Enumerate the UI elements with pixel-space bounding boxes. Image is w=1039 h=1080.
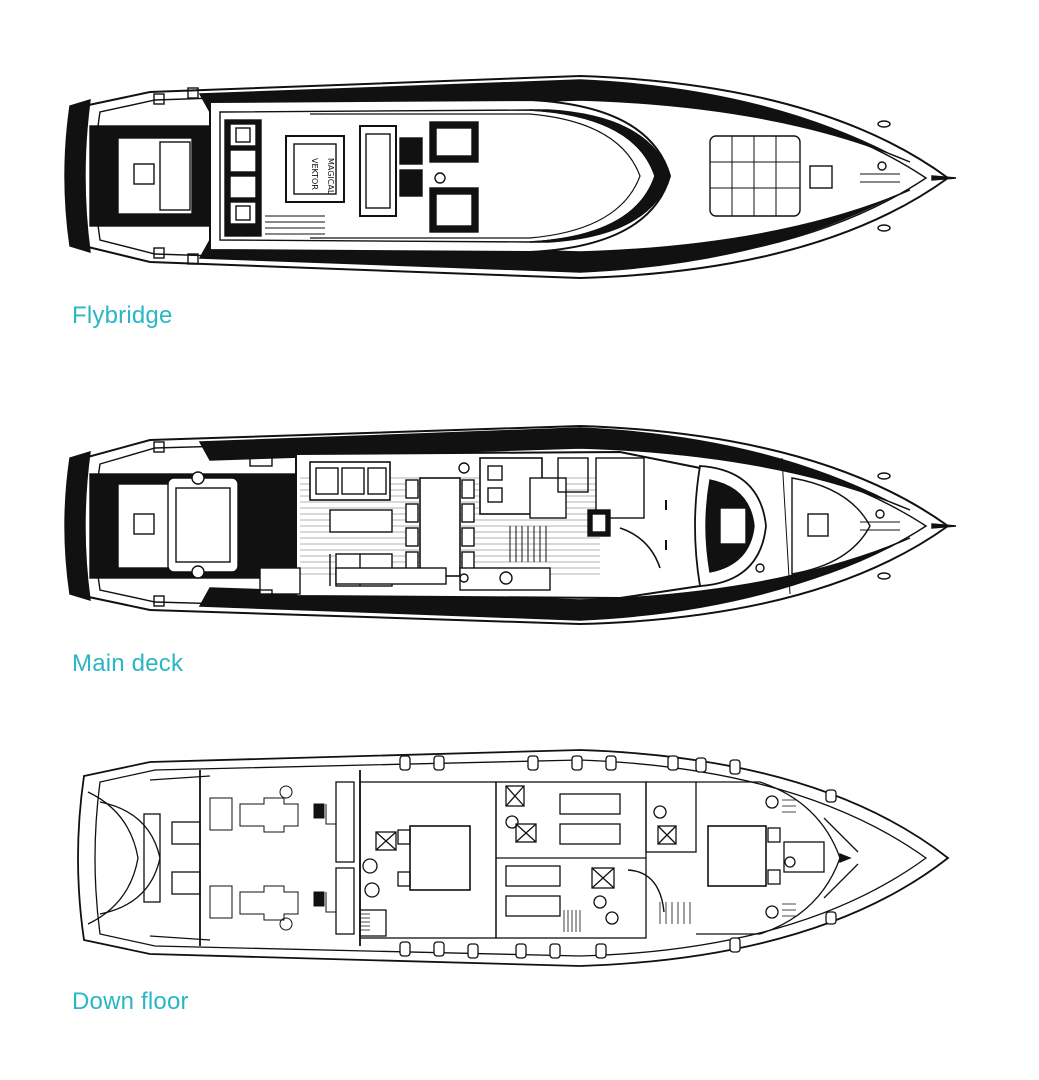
master-bed [409,825,471,891]
flybridge-plan-icon: VEKTOR MAGICAL [64,74,957,280]
stern-dark [64,99,91,253]
helm-console [285,135,345,203]
console-label-2: MAGICAL [326,158,335,195]
console-label-1: VEKTOR [310,158,319,190]
main-deck-plan-icon [64,424,957,626]
portholes [399,755,837,959]
dining-table [419,477,461,577]
down-floor-plan [60,742,960,974]
flybridge-caption: Flybridge [72,302,173,329]
starboard-deck [198,537,911,621]
engine-port [209,785,337,833]
vip-bed [707,825,767,887]
flybridge-plan: VEKTOR MAGICAL [60,66,960,286]
port-deck [198,427,911,511]
aft-sofa [167,477,239,573]
main-deck-plan [60,418,960,636]
main-deck-caption: Main deck [72,650,184,677]
hardtop-dark [529,109,671,243]
sundeck-pad [709,135,801,217]
hardtop [310,113,641,239]
down-floor-plan-icon [77,749,950,967]
down-floor-caption: Down floor [72,988,189,1015]
